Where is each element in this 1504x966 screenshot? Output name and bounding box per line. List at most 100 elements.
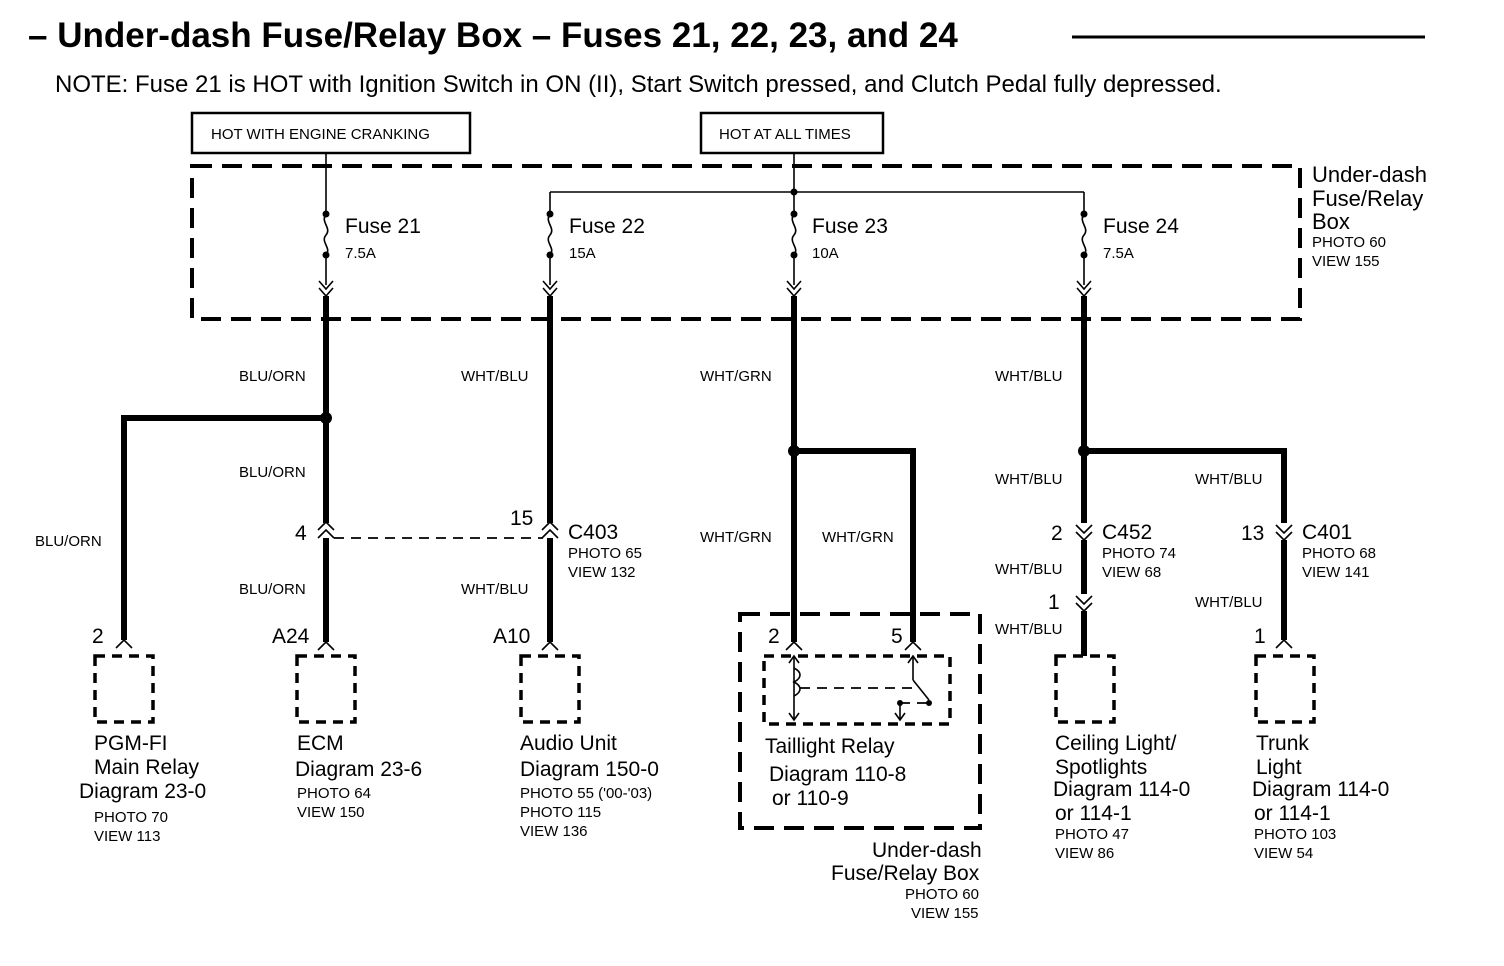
relaybox-photo: PHOTO 60 bbox=[905, 886, 979, 903]
fuse-24-symbol bbox=[1076, 210, 1092, 298]
relay-pin5-terminal bbox=[904, 640, 922, 651]
audio-box bbox=[519, 654, 581, 724]
audio-line2: Diagram 150-0 bbox=[520, 758, 659, 781]
fusebox-label-1: Under-dash bbox=[1312, 162, 1427, 187]
audio-pin: A10 bbox=[493, 625, 530, 648]
cranking-label-box bbox=[190, 111, 472, 155]
all-times-label: HOT AT ALL TIMES bbox=[719, 126, 851, 143]
ceiling-line1: Ceiling Light/ bbox=[1055, 732, 1177, 755]
c403-pin-right: 15 bbox=[510, 507, 533, 530]
c403-pin-left: 4 bbox=[295, 522, 307, 545]
note-text: NOTE: Fuse 21 is HOT with Ignition Switc… bbox=[55, 71, 1222, 98]
page-title: – Under-dash Fuse/Relay Box – Fuses 21, … bbox=[28, 16, 958, 55]
c403-pin15-terminal bbox=[541, 520, 559, 539]
fuse-21-name: Fuse 21 bbox=[345, 215, 421, 238]
ecm-photo: PHOTO 64 bbox=[297, 785, 371, 802]
c452-pin1-terminal bbox=[1075, 595, 1093, 613]
fusebox-label-2: Fuse/Relay bbox=[1312, 186, 1423, 211]
c452-pin-top: 2 bbox=[1051, 522, 1063, 545]
wire-label-wht-grn-2: WHT/GRN bbox=[700, 529, 772, 546]
audio-view: VIEW 136 bbox=[520, 823, 588, 840]
trunk-view: VIEW 54 bbox=[1254, 845, 1313, 862]
c403-photo: PHOTO 65 bbox=[568, 545, 642, 562]
wire-label-wht-blu-5: WHT/BLU bbox=[1195, 471, 1263, 488]
trunk-line4: or 114-1 bbox=[1254, 802, 1331, 825]
ceiling-line4: or 114-1 bbox=[1055, 802, 1132, 825]
fuse-22-rating: 15A bbox=[569, 245, 596, 262]
c401-view: VIEW 141 bbox=[1302, 564, 1370, 581]
wire-label-wht-blu-1: WHT/BLU bbox=[461, 368, 529, 385]
fuse-23-name: Fuse 23 bbox=[812, 215, 888, 238]
c403-pin4-terminal bbox=[317, 520, 335, 539]
relay-switch-icon bbox=[894, 654, 932, 722]
ecm-box bbox=[295, 654, 357, 724]
audio-photo2: PHOTO 115 bbox=[520, 804, 601, 821]
pgmfi-line2: Main Relay bbox=[94, 756, 200, 779]
relaybox-line1: Under-dash bbox=[872, 839, 982, 862]
audio-line1: Audio Unit bbox=[520, 732, 617, 755]
fuse-22-name: Fuse 22 bbox=[569, 215, 645, 238]
trunk-line2: Light bbox=[1256, 756, 1302, 779]
fuse-23-symbol bbox=[786, 210, 802, 298]
wire-to-trunk bbox=[1084, 448, 1287, 523]
pgmfi-pin: 2 bbox=[92, 625, 104, 648]
ceiling-box bbox=[1054, 654, 1116, 724]
trunk-terminal bbox=[1275, 638, 1293, 649]
c403-view: VIEW 132 bbox=[568, 564, 636, 581]
wire-to-pgmfi bbox=[121, 415, 326, 640]
c452-pin-bottom: 1 bbox=[1048, 591, 1060, 614]
ecm-line1: ECM bbox=[297, 732, 344, 755]
trunk-pin: 1 bbox=[1254, 625, 1266, 648]
pgmfi-line1: PGM-FI bbox=[94, 732, 168, 755]
pgmfi-photo: PHOTO 70 bbox=[94, 809, 168, 826]
wire-label-wht-blu-6: WHT/BLU bbox=[995, 561, 1063, 578]
wire-label-blu-orn-3: BLU/ORN bbox=[35, 533, 102, 550]
wire-label-wht-grn-3: WHT/GRN bbox=[822, 529, 894, 546]
audio-terminal bbox=[541, 640, 559, 651]
fuse-21-symbol bbox=[318, 210, 334, 298]
ecm-terminal bbox=[317, 640, 335, 651]
ecm-line2: Diagram 23-6 bbox=[295, 758, 422, 781]
c401-pin-top: 13 bbox=[1241, 522, 1264, 545]
trunk-line3: Diagram 114-0 bbox=[1252, 778, 1389, 801]
wire-label-wht-blu-2: WHT/BLU bbox=[461, 581, 529, 598]
c452-view: VIEW 68 bbox=[1102, 564, 1161, 581]
wire-label-wht-blu-7: WHT/BLU bbox=[995, 621, 1063, 638]
fusebox-label-3: Box bbox=[1312, 209, 1350, 234]
pgmfi-view: VIEW 113 bbox=[94, 828, 160, 845]
cranking-label: HOT WITH ENGINE CRANKING bbox=[211, 126, 430, 143]
trunk-box bbox=[1254, 654, 1316, 724]
wire-label-blu-orn-4: BLU/ORN bbox=[239, 581, 306, 598]
wire-label-wht-blu-8: WHT/BLU bbox=[1195, 594, 1263, 611]
c401-photo: PHOTO 68 bbox=[1302, 545, 1376, 562]
fusebox-view: VIEW 155 bbox=[1312, 253, 1380, 270]
wire-label-wht-blu-4: WHT/BLU bbox=[995, 471, 1063, 488]
wire-to-relay-pin5 bbox=[794, 448, 916, 642]
ceiling-line2: Spotlights bbox=[1055, 756, 1147, 779]
c403-name: C403 bbox=[568, 521, 618, 544]
relay-pin-right: 5 bbox=[891, 625, 903, 648]
ceiling-line3: Diagram 114-0 bbox=[1053, 778, 1190, 801]
trunk-photo: PHOTO 103 bbox=[1254, 826, 1336, 843]
audio-photo1: PHOTO 55 ('00-'03) bbox=[520, 785, 652, 802]
fuse-24-name: Fuse 24 bbox=[1103, 215, 1179, 238]
ecm-pin: A24 bbox=[272, 625, 310, 648]
wire-label-wht-grn-1: WHT/GRN bbox=[700, 368, 772, 385]
all-times-label-box bbox=[699, 111, 885, 155]
relaybox-line2: Fuse/Relay Box bbox=[831, 862, 980, 885]
fuse-21-rating: 7.5A bbox=[345, 245, 376, 262]
c401-name: C401 bbox=[1302, 521, 1352, 544]
fuse-23-rating: 10A bbox=[812, 245, 839, 262]
pgmfi-line3: Diagram 23-0 bbox=[79, 780, 206, 803]
relay-pin-left: 2 bbox=[768, 625, 780, 648]
c452-photo: PHOTO 74 bbox=[1102, 545, 1176, 562]
ceiling-view: VIEW 86 bbox=[1055, 845, 1114, 862]
taillight-line1: Taillight Relay bbox=[765, 735, 895, 758]
wire-label-blu-orn-1: BLU/ORN bbox=[239, 368, 306, 385]
wire-label-wht-blu-3: WHT/BLU bbox=[995, 368, 1063, 385]
wire-label-blu-orn-2: BLU/ORN bbox=[239, 464, 306, 481]
c452-pin2-terminal bbox=[1075, 524, 1093, 542]
pgmfi-terminal bbox=[115, 638, 133, 649]
ceiling-photo: PHOTO 47 bbox=[1055, 826, 1129, 843]
